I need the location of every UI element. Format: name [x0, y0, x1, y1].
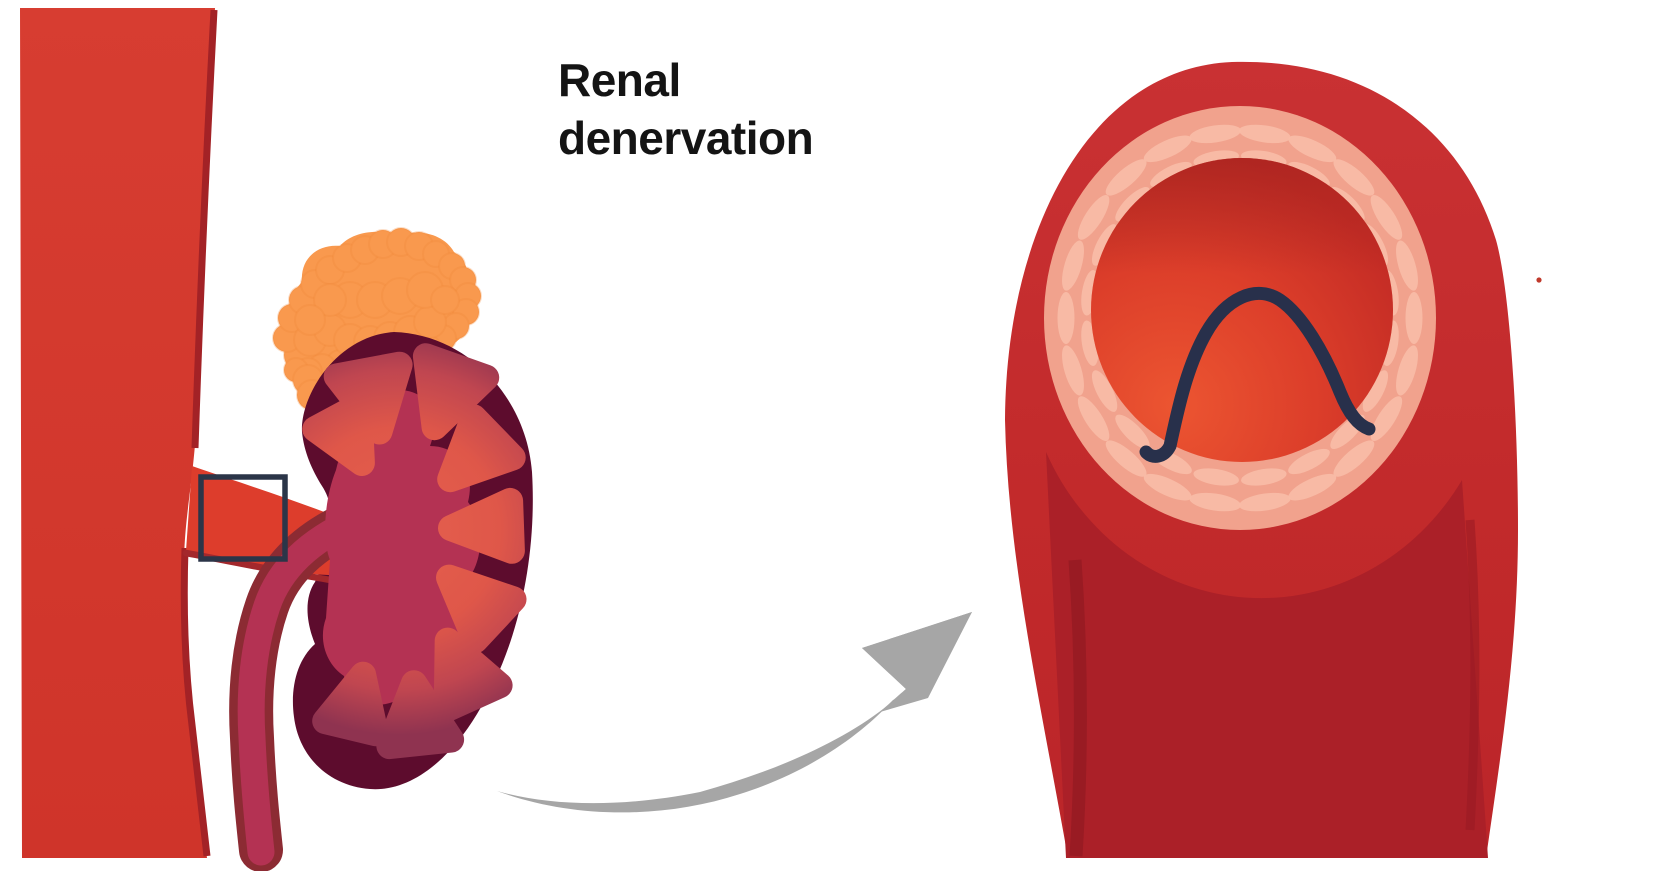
aorta: [20, 8, 218, 858]
renal-pyramid: [302, 392, 375, 476]
muscle-cell-lens: [1239, 124, 1291, 144]
muscle-cell-lens: [1193, 468, 1239, 486]
muscle-cell-lens: [1105, 159, 1147, 196]
renal-pyramid: [438, 487, 525, 564]
muscle-cell-lens: [1405, 292, 1423, 344]
muscle-cell-lens: [1077, 195, 1110, 240]
muscle-cell-lens: [1143, 473, 1192, 501]
denervation-catheter: [1139, 286, 1376, 463]
muscle-cell-lens: [1189, 124, 1241, 144]
muscle-cell-lens: [1062, 345, 1084, 396]
renal-pyramid: [433, 627, 513, 723]
renal-pyramids: [302, 343, 527, 760]
detail-dot: [1536, 277, 1542, 283]
muscle-cell-lens: [1105, 440, 1147, 477]
muscle-cell-lens: [1189, 492, 1241, 512]
muscle-cell-lens: [1062, 240, 1084, 291]
title-line-1: Renal: [558, 54, 681, 106]
page-title: Renal denervation: [558, 52, 814, 168]
muscle-cell-lens: [1150, 161, 1192, 188]
zoom-arrow-head: [862, 612, 972, 712]
muscle-cell-lens: [1241, 468, 1287, 486]
tube-dark-band-right: [1465, 519, 1480, 831]
muscle-cell-lens: [1370, 396, 1403, 441]
aorta-edge-lower: [180, 547, 211, 857]
renal-pyramid: [412, 343, 500, 441]
muscle-cell-lens: [1333, 440, 1375, 477]
muscle-cell-lens: [1396, 345, 1418, 396]
muscle-cell-lens: [1239, 492, 1291, 512]
muscle-cell-lens: [1057, 292, 1075, 344]
adrenal-bump: [313, 283, 347, 317]
tube-body-shadow: [1046, 452, 1488, 858]
muscle-cell-lens: [1370, 195, 1403, 240]
muscle-cell-lens: [1091, 370, 1118, 412]
muscle-cell-lens: [1362, 370, 1389, 412]
muscle-cell-lens: [1115, 186, 1150, 222]
aorta-edge-upper: [191, 9, 218, 449]
muscle-cell-lens: [1288, 135, 1337, 163]
renal-pyramid: [436, 564, 527, 654]
renal-pyramid: [312, 661, 389, 747]
renal-artery-cross-section: [1005, 61, 1518, 858]
renal-pyramid: [437, 404, 526, 493]
lumen-top-shadow: [1091, 158, 1393, 462]
muscle-cell-lens: [1091, 224, 1118, 266]
muscle-cell-lens: [1143, 135, 1192, 163]
muscle-cell-lens: [1288, 448, 1330, 475]
muscle-cell-lens: [1115, 414, 1150, 450]
muscle-cell-lens: [1077, 396, 1110, 441]
renal-pyramid: [376, 670, 465, 760]
tube-dark-band-left: [1068, 559, 1087, 857]
ureter: [229, 498, 378, 871]
muscle-cell-lens: [1396, 240, 1418, 291]
highlight-box: [198, 474, 288, 562]
adrenal-bump: [430, 285, 460, 315]
muscle-cell-lens: [1288, 473, 1337, 501]
adrenal-bump: [294, 304, 326, 336]
title-line-2: denervation: [558, 111, 814, 164]
muscle-cell-lens: [1333, 159, 1375, 196]
